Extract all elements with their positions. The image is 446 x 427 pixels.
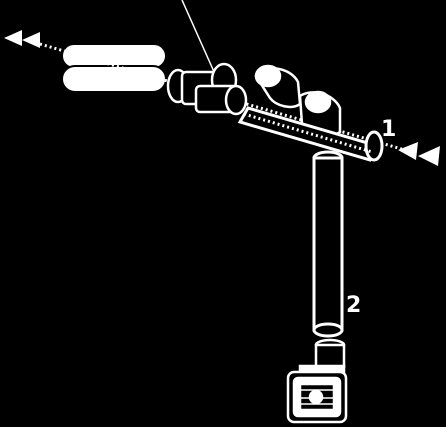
tube-part-2 (312, 150, 344, 338)
outlet-arrow (4, 30, 40, 48)
inlet-arrow (398, 142, 440, 166)
elbow-joints (254, 64, 342, 137)
callout-leader-line (181, 0, 216, 75)
outlet-pipes (61, 43, 167, 93)
pump-unit (286, 338, 348, 424)
label-part-1: 1 (381, 117, 396, 142)
label-part-2: 2 (346, 293, 361, 318)
tube-part-1 (237, 106, 384, 162)
connector-fittings (166, 62, 248, 116)
